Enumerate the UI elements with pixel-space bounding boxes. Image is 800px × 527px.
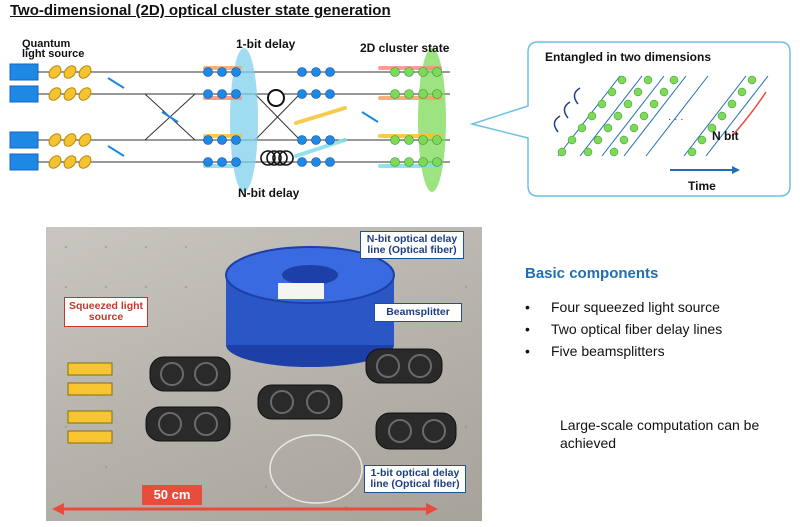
component-label: Five beamsplitters xyxy=(551,343,665,359)
entangled-heading: Entangled in two dimensions xyxy=(545,50,712,64)
beamsplitter-icons xyxy=(107,77,379,157)
fiber-spool-icon xyxy=(225,246,395,367)
entanglement-arrows xyxy=(553,87,581,133)
one-bit-delay-label: 1-bit delay xyxy=(236,37,296,51)
time-arrowhead-icon xyxy=(732,166,740,174)
one-bit-delay-highlight xyxy=(230,48,258,192)
list-item: • Four squeezed light source xyxy=(525,296,722,318)
cluster-state-highlight xyxy=(418,48,446,192)
optical-mode-nodes xyxy=(203,67,335,167)
beamsplitter-callout: Beamsplitter xyxy=(374,303,462,322)
cluster-state-label: 2D cluster state xyxy=(360,41,450,55)
n-bit-arrow-icon xyxy=(731,91,767,137)
components-list: • Four squeezed light source • Two optical… xyxy=(525,296,722,362)
bubble-cluster-nodes xyxy=(557,75,757,157)
conclusion-text: Large-scale computation can be achieved xyxy=(560,417,760,451)
squeezed-light-callout: Squeezed light source xyxy=(64,297,148,327)
page-title: Two-dimensional (2D) optical cluster sta… xyxy=(10,2,391,19)
bullet-icon: • xyxy=(525,343,530,359)
quantum-light-source-label: Quantum light source xyxy=(22,38,85,60)
bullet-icon: • xyxy=(525,299,530,315)
list-item: • Five beamsplitters xyxy=(525,340,722,362)
scale-arrowhead-right-icon xyxy=(426,503,438,515)
component-label: Four squeezed light source xyxy=(551,299,720,315)
n-bit-fiber-callout: N-bit optical delay line (Optical fiber) xyxy=(360,231,464,259)
time-label: Time xyxy=(688,179,716,193)
n-bit-delay-coil-icon xyxy=(260,150,294,166)
squeezed-light-icons xyxy=(48,65,92,169)
list-item: • Two optical fiber delay lines xyxy=(525,318,722,340)
component-label: Two optical fiber delay lines xyxy=(551,321,723,337)
ellipsis-label: · · · xyxy=(668,114,684,125)
cluster-nodes xyxy=(390,67,442,167)
setup-illustration xyxy=(52,245,468,515)
beamsplitter-modules xyxy=(145,348,457,450)
n-bit-delay-label: N-bit delay xyxy=(238,186,300,200)
scale-label: 50 cm xyxy=(142,485,202,505)
setup-photograph: N-bit optical delay line (Optical fiber)… xyxy=(46,227,482,521)
beamsplitter-wheels xyxy=(158,354,446,443)
one-bit-delay-loop-icon xyxy=(267,89,285,107)
cluster-state-schematic xyxy=(9,48,450,192)
one-bit-fiber-callout: 1-bit optical delay line (Optical fiber) xyxy=(364,465,466,493)
components-heading: Basic components xyxy=(525,265,659,282)
bullet-icon: • xyxy=(525,321,530,337)
squeezed-source-boxes xyxy=(67,362,113,444)
light-source-blocks xyxy=(9,63,39,171)
entanglement-bubble: · · · xyxy=(470,41,791,197)
scale-arrowhead-left-icon xyxy=(52,503,64,515)
n-bit-label: N bit xyxy=(712,129,739,143)
one-bit-fiber-loop-icon xyxy=(269,434,363,504)
